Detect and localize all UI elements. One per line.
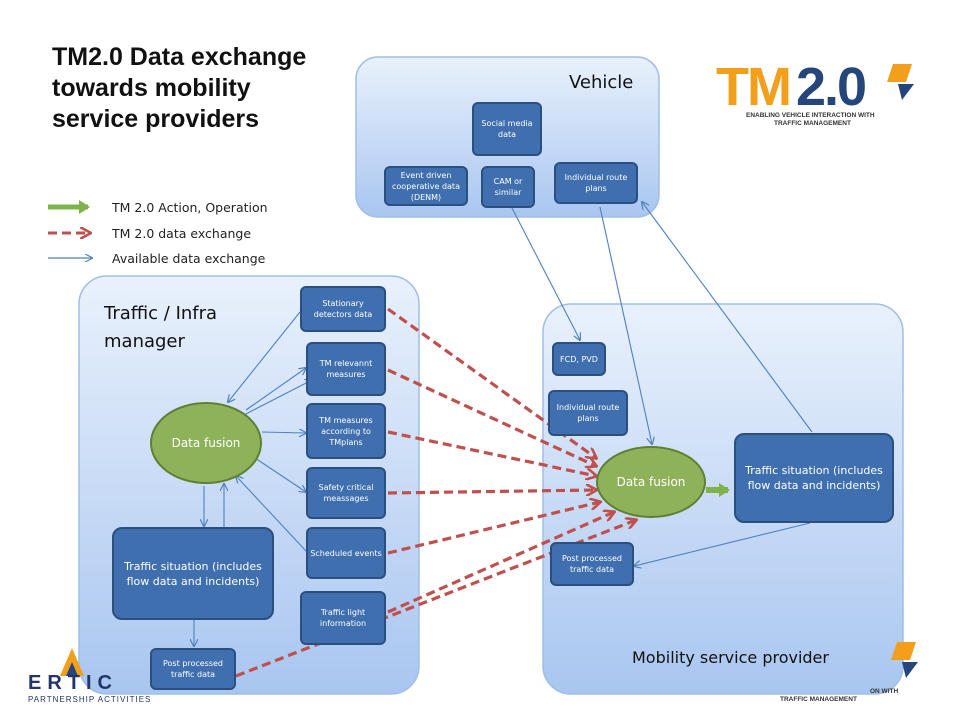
traffic-manager-panel-label: Traffic / Infra manager [104,303,218,352]
msp-post-processed-node: Post processed traffic data [550,542,634,586]
safety-critical-node: Safety critical meassages [306,467,386,519]
msp-route-plans-node: Individual route plans [548,390,628,436]
tm20-partial-line2: TRAFFIC MANAGEMENT [780,696,857,703]
page-title: TM2.0 Data exchange towards mobility ser… [52,43,307,133]
tm20-logo-tagline: ENABLING VEHICLE INTERACTION WITH TRAFFI… [746,112,875,128]
tm-data-fusion-node: Data fusion [150,402,262,484]
traffic-light-node: Traffic light information [300,591,386,645]
tm-traffic-situation-node: Traffic situation (includes flow data an… [112,527,274,620]
tm-post-processed-node: Post processed traffic data [150,648,236,690]
scheduled-events-node: Scheduled events [306,527,386,579]
stationary-detectors-node: Stationary detectors data [300,286,386,332]
tm20-logo-version: 2.0 [795,57,867,117]
tm20-partial-tagline: ON WITH TRAFFIC MANAGEMENT [780,688,898,704]
vehicle-route-plans-node: Individual route plans [554,162,638,204]
social-media-data-node: Social media data [472,102,542,156]
tm20-tagline-line2: TRAFFIC MANAGEMENT [774,120,851,127]
tm-relevant-measures-node: TM relevannt measures [306,342,386,396]
tm-measures-plans-node: TM measures according to TMplans [306,403,386,459]
ertico-subline: PARTNERSHIP ACTIVITIES [28,695,152,704]
denm-node: Event driven cooperative data (DENM) [384,166,468,206]
ertico-wordmark: ERTIC [28,672,118,694]
tm20-tagline-line1: ENABLING VEHICLE INTERACTION WITH [746,112,875,119]
fcd-pvd-node: FCD, PVD [552,342,606,376]
tm20-logo-shape [60,64,918,678]
tm20-logo-tm: TM [716,57,792,117]
available-exchange-lines [194,202,813,646]
msp-panel [542,303,904,695]
legend-action-label: TM 2.0 Action, Operation [112,200,268,215]
msp-panel-label: Mobility service provider [632,648,829,667]
msp-data-fusion-node: Data fusion [596,446,706,518]
vehicle-panel-label: Vehicle [569,72,634,93]
legend-exchange-label: TM 2.0 data exchange [112,226,252,241]
ertico-logo: ERTIC PARTNERSHIP ACTIVITIES [28,672,151,704]
cam-node: CAM or similar [481,166,535,208]
tm20-partial-line1: ON WITH [870,688,899,695]
msp-traffic-situation-node: Traffic situation (includes flow data an… [734,433,894,523]
legend-available-label: Available data exchange [112,251,266,266]
